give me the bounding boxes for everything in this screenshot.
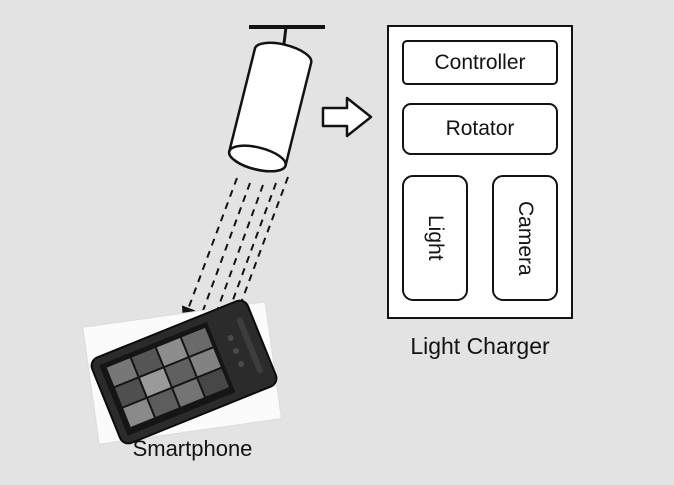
phone-tile-grid bbox=[106, 327, 229, 427]
light-charger-box: Controller Rotator Light Camera bbox=[387, 25, 573, 319]
rotator-label: Rotator bbox=[445, 117, 515, 140]
controller-box: Controller bbox=[402, 40, 558, 85]
camera-label: Camera bbox=[514, 200, 537, 276]
controller-label: Controller bbox=[434, 50, 526, 74]
block-arrow-right-icon bbox=[321, 96, 373, 138]
smartphone-caption: Smartphone bbox=[132, 436, 253, 461]
light-cylinder-icon bbox=[227, 41, 313, 173]
light-charger-caption: Light Charger bbox=[410, 333, 550, 359]
smartphone-image bbox=[82, 299, 283, 445]
light-box: Light bbox=[402, 175, 468, 301]
light-label: Light bbox=[424, 215, 447, 261]
rotator-box: Rotator bbox=[402, 103, 558, 155]
camera-box: Camera bbox=[492, 175, 558, 301]
